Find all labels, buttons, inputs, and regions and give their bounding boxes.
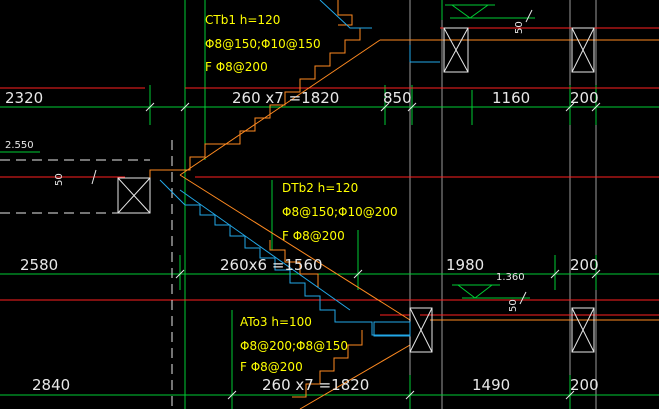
dim-row2-2580[interactable]: 2580 xyxy=(20,256,58,274)
landing-box-1[interactable] xyxy=(443,27,469,73)
landing-box-2[interactable] xyxy=(571,27,595,73)
dim-row3-200[interactable]: 200 xyxy=(570,376,599,394)
dimension-ticks xyxy=(91,9,601,400)
dim-row2-200[interactable]: 200 xyxy=(570,256,599,274)
connector-boxes xyxy=(373,321,411,337)
dim-row1-850[interactable]: 850 xyxy=(383,89,412,107)
flight-note-ctb1-title[interactable]: CTb1 h=120 xyxy=(205,13,280,27)
elevation-mark-1 xyxy=(445,4,495,19)
dim-row3-stair[interactable]: 260 x7 =1820 xyxy=(262,376,369,394)
wall-lines xyxy=(0,27,659,316)
dim-row1-1160[interactable]: 1160 xyxy=(492,89,530,107)
flight-note-ato3-title[interactable]: ATo3 h=100 xyxy=(240,315,312,329)
small-dim-50-left[interactable]: 50 xyxy=(54,173,65,186)
elevation-label-1360[interactable]: 1.360 xyxy=(496,272,525,283)
flight-note-dtb2-title[interactable]: DTb2 h=120 xyxy=(282,181,358,195)
stair-blue-lines xyxy=(159,0,440,336)
dim-row1-stair[interactable]: 260 x7 =1820 xyxy=(232,89,339,107)
small-dim-50-top[interactable]: 50 xyxy=(514,21,525,34)
flight-note-ctb1-rebar[interactable]: Φ8@150;Φ10@150 xyxy=(205,37,321,51)
flight-note-ato3-dist[interactable]: F Φ8@200 xyxy=(240,360,303,374)
dim-row3-2840[interactable]: 2840 xyxy=(32,376,70,394)
flight-note-ctb1-dist[interactable]: F Φ8@200 xyxy=(205,60,268,74)
small-dim-50-bottom[interactable]: 50 xyxy=(508,299,519,312)
dim-row2-1980[interactable]: 1980 xyxy=(446,256,484,274)
dim-row2-stair[interactable]: 260x6 =1560 xyxy=(220,256,323,274)
landing-box-5[interactable] xyxy=(571,307,595,353)
hidden-lines xyxy=(0,140,173,409)
stair-flights xyxy=(149,0,659,409)
dim-row3-1490[interactable]: 1490 xyxy=(472,376,510,394)
dim-row1-200[interactable]: 200 xyxy=(570,89,599,107)
flight-note-dtb2-rebar[interactable]: Φ8@150;Φ10@200 xyxy=(282,205,398,219)
elevation-mark-2 xyxy=(452,284,500,299)
dim-row1-2320[interactable]: 2320 xyxy=(5,89,43,107)
flight-note-ato3-rebar[interactable]: Φ8@200;Φ8@150 xyxy=(240,339,348,353)
flight-note-dtb2-dist[interactable]: F Φ8@200 xyxy=(282,229,345,243)
landing-box-3[interactable] xyxy=(117,177,151,214)
elevation-label-2550[interactable]: 2.550 xyxy=(5,140,34,151)
